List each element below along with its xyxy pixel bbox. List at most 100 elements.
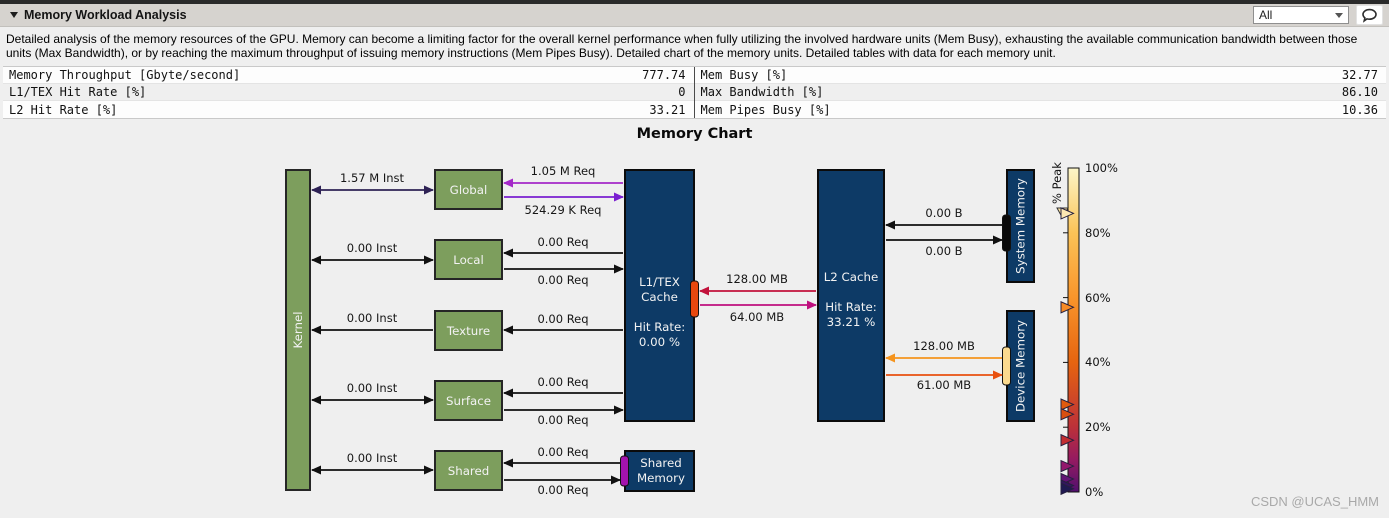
peak-marker: [1060, 407, 1075, 421]
svg-text:Memory: Memory: [637, 471, 685, 485]
link-label: 128.00 MB: [726, 272, 788, 286]
top-divider: [0, 0, 1389, 4]
colorbar-tick: 80%: [1085, 226, 1111, 240]
section-header[interactable]: Memory Workload Analysis All: [0, 4, 1389, 27]
peak-marker: [1060, 207, 1075, 220]
peak-marker: [1060, 459, 1075, 473]
link-label: 61.00 MB: [917, 378, 971, 392]
table-row: Mem Pipes Busy [%] 10.36: [694, 101, 1386, 118]
memory-chart-diagram: Kernel Global Local Texture Surface Shar…: [285, 161, 1118, 499]
metrics-tables: Memory Throughput [Gbyte/second] 777.74 …: [3, 66, 1386, 119]
link-label: 0.00 Req: [537, 483, 588, 497]
metric-label: Mem Pipes Busy [%]: [700, 102, 831, 117]
peak-legend-label: % Peak: [1050, 162, 1064, 204]
link-label: 0.00 B: [925, 244, 962, 258]
metric-label: L2 Hit Rate [%]: [9, 102, 118, 117]
svg-text:Global: Global: [450, 183, 488, 197]
table-row: L2 Hit Rate [%] 33.21: [3, 101, 694, 118]
svg-text:Hit Rate:: Hit Rate:: [634, 320, 686, 334]
table-row: Memory Throughput [Gbyte/second] 777.74: [3, 67, 694, 84]
link-surface-to-l1: 0.00 Req: [504, 405, 624, 427]
link-shared-to-sharedmem: 0.00 Req: [504, 475, 621, 497]
link-label: 1.57 M Inst: [340, 171, 405, 185]
link-kernel-global: 1.57 M Inst: [311, 171, 434, 195]
svg-text:L1/TEX: L1/TEX: [639, 275, 680, 289]
link-kernel-local: 0.00 Inst: [311, 241, 434, 265]
node-surface: Surface: [434, 380, 503, 421]
link-l1-to-texture: 0.00 Req: [503, 312, 623, 335]
svg-text:System Memory: System Memory: [1014, 178, 1028, 274]
link-label: 524.29 K Req: [525, 203, 602, 217]
link-label: 0.00 B: [925, 206, 962, 220]
node-system-memory: System Memory: [1002, 169, 1035, 283]
filter-dropdown-value: All: [1259, 8, 1273, 22]
link-global-to-l1: 524.29 K Req: [504, 192, 624, 217]
peak-marker: [1060, 301, 1075, 314]
metric-label: Max Bandwidth [%]: [700, 85, 824, 99]
svg-text:Surface: Surface: [446, 394, 491, 408]
link-label: 0.00 Inst: [347, 381, 398, 395]
svg-text:Shared: Shared: [640, 456, 682, 470]
metrics-table-right: Mem Busy [%] 32.77 Max Bandwidth [%] 86.…: [694, 67, 1386, 118]
colorbar-gradient: [1067, 167, 1080, 493]
chevron-down-icon: [1335, 12, 1343, 18]
link-label: 0.00 Req: [537, 375, 588, 389]
filter-dropdown[interactable]: All: [1253, 6, 1349, 24]
link-label: 0.00 Inst: [347, 241, 398, 255]
table-row: L1/TEX Hit Rate [%] 0: [3, 84, 694, 101]
svg-text:Cache: Cache: [641, 290, 678, 304]
node-kernel-label: Kernel: [291, 311, 305, 348]
metric-value: 777.74: [642, 68, 686, 82]
node-texture: Texture: [434, 310, 503, 351]
link-label: 0.00 Inst: [347, 311, 398, 325]
peak-markers: [1060, 207, 1075, 496]
link-texture-to-kernel: 0.00 Inst: [311, 311, 433, 335]
peak-marker: [1060, 398, 1075, 411]
node-kernel: [285, 169, 311, 491]
link-label: 0.00 Req: [537, 273, 588, 287]
section-title: Memory Workload Analysis: [24, 8, 187, 22]
link-local-to-l1: 0.00 Req: [504, 264, 624, 287]
node-shared: Shared: [434, 450, 503, 491]
metric-label: L1/TEX Hit Rate [%]: [9, 85, 147, 99]
colorbar-tick: 0%: [1085, 485, 1103, 499]
collapse-triangle-icon[interactable]: [10, 12, 18, 18]
port-device-memory-left: [1002, 346, 1011, 386]
link-l2-to-devmem: 61.00 MB: [886, 370, 1003, 392]
metric-value: 86.10: [1341, 85, 1378, 99]
port-shared-memory-left: [620, 455, 629, 487]
metric-value: 32.77: [1341, 68, 1378, 82]
link-devmem-to-l2: 128.00 MB: [885, 339, 1002, 363]
svg-text:Hit Rate:: Hit Rate:: [825, 300, 877, 314]
node-l2-cache: L2 Cache Hit Rate: 33.21 %: [817, 169, 885, 422]
link-kernel-surface: 0.00 Inst: [311, 381, 434, 405]
table-row: Mem Busy [%] 32.77: [694, 67, 1386, 84]
node-shared-memory: Shared Memory: [620, 450, 695, 492]
node-device-memory: Device Memory: [1002, 310, 1035, 422]
link-sysmem-to-l2: 0.00 B: [885, 206, 1002, 230]
colorbar-tick: 100%: [1085, 161, 1118, 175]
link-l2-to-sysmem: 0.00 B: [886, 235, 1003, 258]
metric-label: Memory Throughput [Gbyte/second]: [9, 68, 241, 82]
link-label: 0.00 Req: [537, 235, 588, 249]
link-label: 0.00 Req: [537, 413, 588, 427]
port-system-memory-left: [1002, 214, 1011, 252]
link-sharedmem-to-shared: 0.00 Req: [503, 445, 620, 468]
comment-button[interactable]: [1356, 5, 1383, 25]
node-l1-tex-cache: L1/TEX Cache Hit Rate: 0.00 %: [624, 169, 699, 422]
section-description: Detailed analysis of the memory resource…: [6, 32, 1358, 60]
peak-marker: [1060, 482, 1075, 496]
link-l1-to-surface: 0.00 Req: [503, 375, 623, 398]
colorbar-tick: 20%: [1085, 420, 1111, 434]
link-l1-to-global: 1.05 M Req: [503, 164, 623, 188]
svg-text:Shared: Shared: [448, 464, 490, 478]
metric-value: 0: [678, 85, 686, 99]
colorbar-tick: 60%: [1085, 291, 1111, 305]
speech-bubble-icon: [1362, 8, 1377, 23]
link-label: 0.00 Inst: [347, 451, 398, 465]
link-label: 1.05 M Req: [531, 164, 596, 178]
watermark: CSDN @UCAS_HMM: [1250, 494, 1379, 509]
link-l1-to-local: 0.00 Req: [503, 235, 623, 258]
link-label: 0.00 Req: [537, 312, 588, 326]
